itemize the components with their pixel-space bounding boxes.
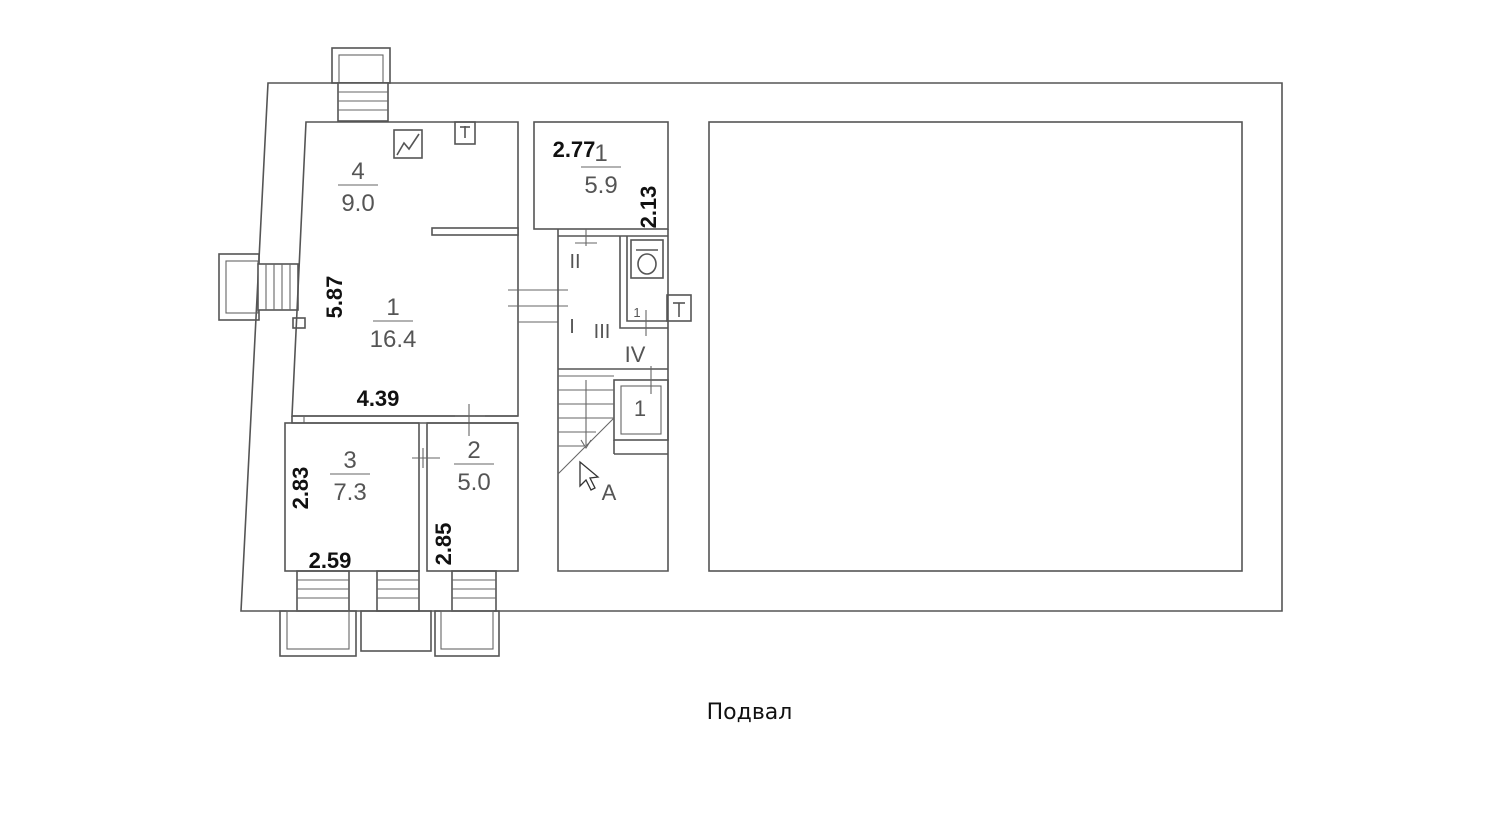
zone-label: 1 <box>633 305 640 320</box>
stair-hall <box>557 229 669 572</box>
meter-icon <box>666 294 692 322</box>
dimension-label: 5.87 <box>322 276 347 319</box>
corridor-opening <box>508 289 568 323</box>
dimension-label: 2.13 <box>636 186 661 229</box>
room-1b-number: 1 <box>594 140 607 167</box>
dimension-label: 2.59 <box>309 548 352 573</box>
zone-label: IV <box>625 342 646 367</box>
entrance-left <box>218 253 306 329</box>
dimension-label: 4.39 <box>357 386 400 411</box>
room-2-area: 5.0 <box>457 469 490 496</box>
ventilation-icon <box>393 129 423 159</box>
zone-label: A <box>602 480 617 505</box>
partition <box>431 227 519 236</box>
room-2-number: 2 <box>467 437 480 464</box>
zone-label: II <box>569 251 580 273</box>
riser-icon <box>454 121 476 145</box>
dimension-label: 2.83 <box>288 467 313 510</box>
room-3-number: 3 <box>343 447 356 474</box>
room-4-area: 9.0 <box>341 190 374 217</box>
room-1b-area: 5.9 <box>584 172 617 199</box>
entrance-top <box>331 47 391 122</box>
room-1b-outline <box>533 121 669 230</box>
building-outline <box>240 82 1283 612</box>
zone-label: 1 <box>634 396 646 421</box>
large-room-outline <box>708 121 1243 572</box>
stairs-icon <box>557 375 615 475</box>
floor-title: Подвал <box>706 700 793 725</box>
zone-label: III <box>594 321 611 343</box>
cursor-icon <box>579 460 600 491</box>
room-1-4-outline <box>291 121 519 417</box>
room-3-area: 7.3 <box>333 479 366 506</box>
room-3-outline <box>284 422 420 572</box>
dimension-label: 2.77 <box>553 137 596 162</box>
zone-label: I <box>569 316 575 338</box>
toilet-icon <box>630 239 664 279</box>
room-1-area: 16.4 <box>370 326 417 353</box>
entrance-bottom <box>279 570 500 657</box>
room-4-number: 4 <box>351 158 364 185</box>
dimension-label: 2.85 <box>431 523 456 566</box>
room-1-number: 1 <box>386 294 399 321</box>
